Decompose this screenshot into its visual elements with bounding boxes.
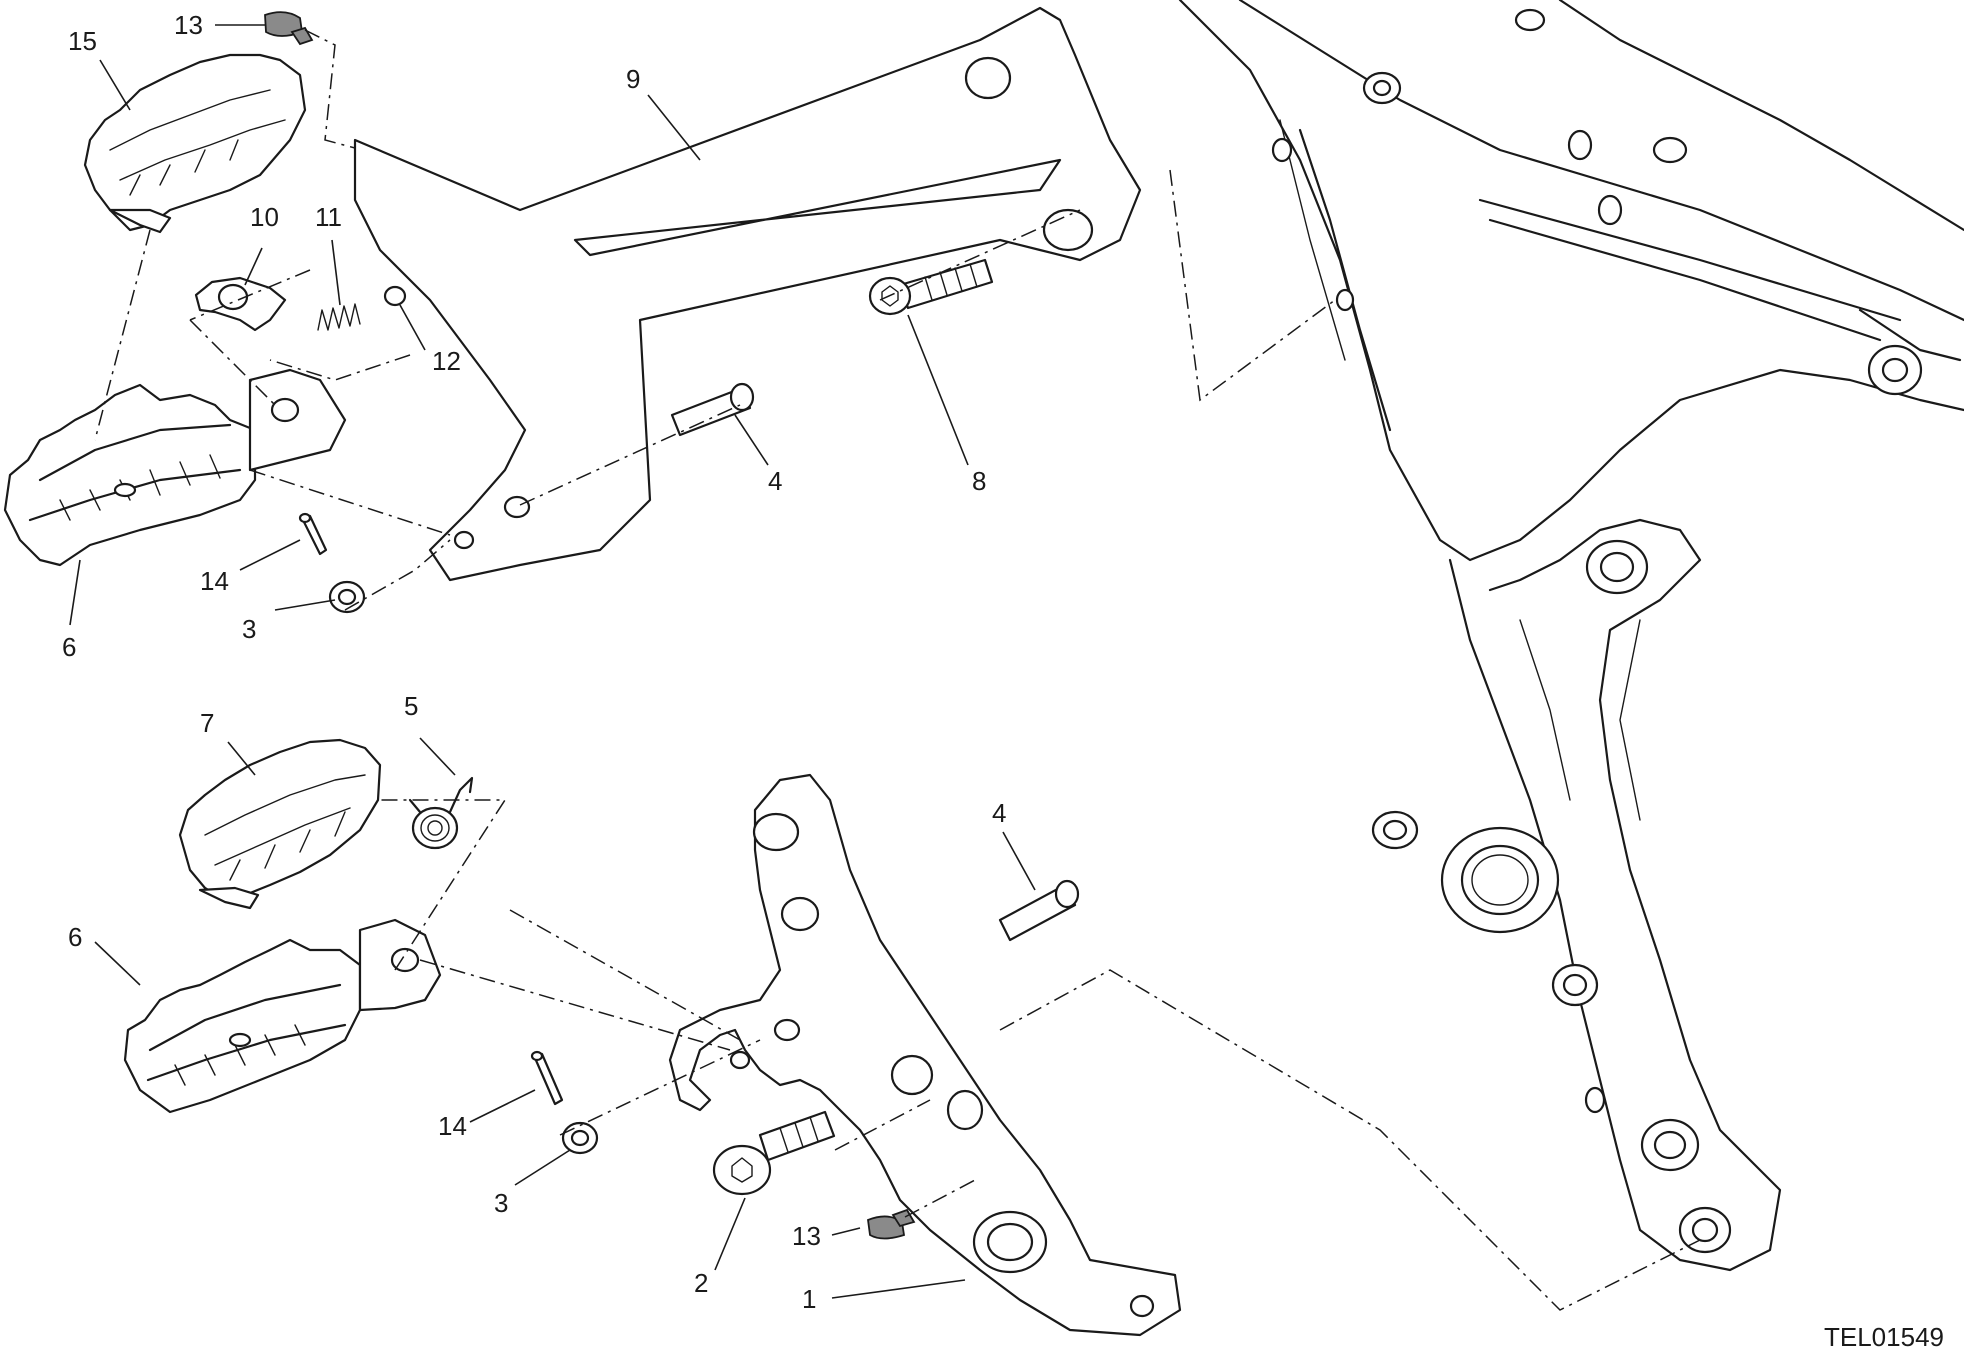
footpeg-6-bottom	[123, 918, 442, 1114]
screw-13-bottom	[867, 1208, 916, 1240]
callout-14-bottom: 14	[438, 1111, 467, 1141]
callout-11: 11	[315, 202, 342, 232]
callout-3-bottom: 3	[494, 1188, 508, 1218]
callout-6-bottom: 6	[68, 922, 82, 952]
leader-lines	[69, 24, 1036, 1299]
callout-13-bottom: 13	[792, 1221, 821, 1251]
frame-subframe	[1178, 0, 1964, 1272]
front-footpeg-bracket-1	[668, 773, 1182, 1337]
bolt-8	[868, 258, 994, 316]
rear-footpeg-bracket-9	[353, 6, 1142, 582]
footpeg-6-top	[3, 368, 347, 567]
pin-4-top	[670, 382, 755, 437]
callout-12: 12	[432, 346, 461, 376]
callout-labels: 13 15 9 10 11 12 4 8 14 3 6 7 5 4 6 14 3…	[62, 10, 1006, 1314]
torsion-spring-5	[408, 776, 474, 850]
callout-2: 2	[694, 1268, 708, 1298]
spring-11	[317, 303, 361, 331]
pin-4-bottom	[998, 879, 1080, 942]
washer-3-top	[328, 580, 366, 614]
callout-8: 8	[972, 466, 986, 496]
callout-5: 5	[404, 691, 418, 721]
callout-3-top: 3	[242, 614, 256, 644]
footpeg-rubber-7	[178, 738, 382, 910]
drawing-reference-code: TEL01549	[1824, 1322, 1944, 1352]
footpeg-rubber-15	[83, 53, 307, 234]
callout-10: 10	[250, 202, 279, 232]
bolt-2	[712, 1110, 836, 1196]
washer-3-bottom	[561, 1121, 599, 1155]
cotter-pin-14-bottom	[530, 1050, 564, 1106]
callout-7: 7	[200, 708, 214, 738]
callout-1: 1	[802, 1284, 816, 1314]
callout-15: 15	[68, 26, 97, 56]
assembly-lines	[94, 29, 1701, 1311]
callout-14-top: 14	[200, 566, 229, 596]
callout-4-top: 4	[768, 466, 782, 496]
screw-13-top	[264, 11, 314, 46]
callout-13-top: 13	[174, 10, 203, 40]
ball-12	[383, 285, 407, 307]
cotter-pin-14-top	[298, 512, 328, 556]
callout-4-bottom: 4	[992, 798, 1006, 828]
callout-6-top: 6	[62, 632, 76, 662]
callout-9: 9	[626, 64, 640, 94]
